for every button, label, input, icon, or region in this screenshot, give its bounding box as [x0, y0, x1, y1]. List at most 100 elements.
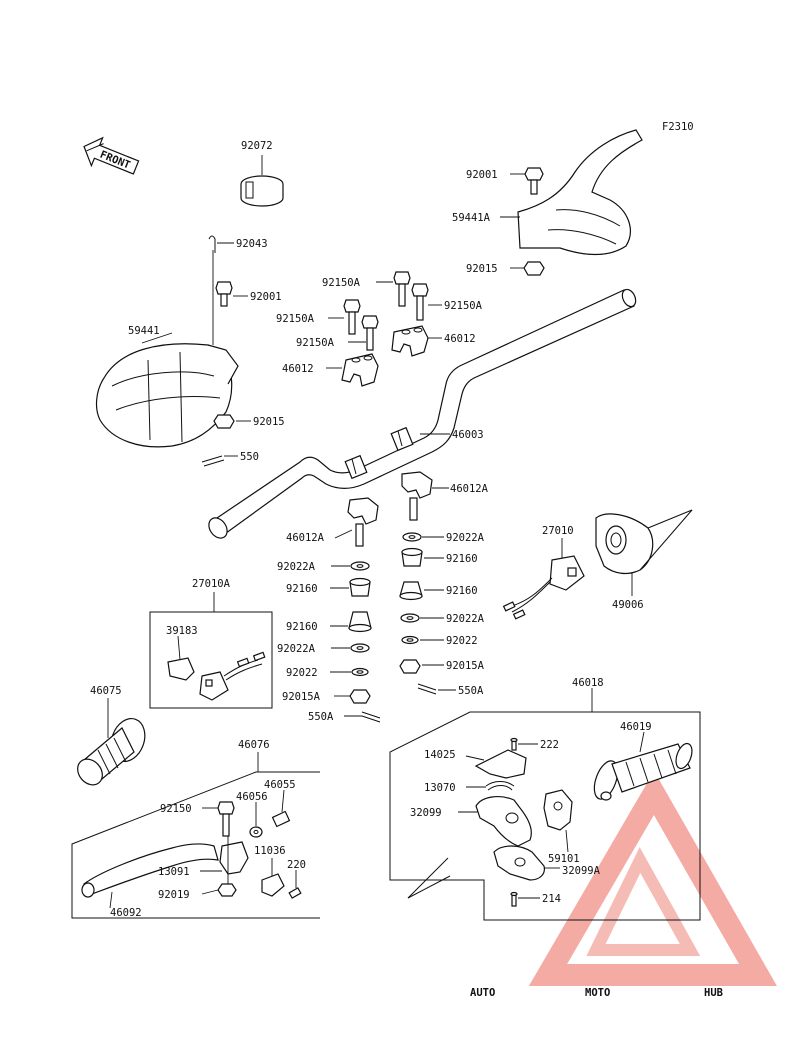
part-92150A-1: 92150A: [322, 271, 411, 307]
label-92015-right: 92015: [466, 263, 498, 275]
part-92072: 92072: [240, 140, 284, 207]
part-214: 214: [510, 891, 561, 907]
label-46018: 46018: [572, 677, 604, 689]
part-59441: 59441: [95, 250, 239, 448]
label-92150A-4: 92150A: [296, 337, 335, 349]
watermark-triangle: [528, 770, 777, 986]
watermark-text-hub: HUB: [704, 987, 723, 999]
part-46019-grip: 46019: [593, 721, 693, 801]
part-27010: 27010: [502, 525, 585, 620]
part-32099: 32099: [410, 796, 532, 847]
label-92150A-1: 92150A: [322, 277, 361, 289]
part-46012-2: 46012: [282, 353, 379, 387]
part-39183: 39183: [166, 625, 198, 681]
part-550-left: 550: [201, 451, 259, 467]
part-92043: 92043: [208, 235, 268, 253]
part-92022A-left-2: 92022A: [277, 643, 370, 655]
label-92150A-3: 92150A: [276, 313, 315, 325]
watermark-text-auto: AUTO: [470, 987, 495, 999]
label-92022-right: 92022: [446, 635, 478, 647]
label-92160-left-2: 92160: [286, 621, 318, 633]
label-92022A-right-1: 92022A: [446, 532, 485, 544]
part-92022-left: 92022: [286, 667, 369, 679]
part-92160-left-2: 92160: [286, 611, 372, 633]
label-92022-left: 92022: [286, 667, 318, 679]
part-46055: 46055: [264, 779, 296, 828]
part-220: 220: [287, 859, 306, 899]
label-92160-right-1: 92160: [446, 553, 478, 565]
label-92160-left-1: 92160: [286, 583, 318, 595]
label-92015A-right: 92015A: [446, 660, 485, 672]
part-92150A-2: 92150A: [411, 283, 483, 321]
label-92019: 92019: [158, 889, 190, 901]
label-32099: 32099: [410, 807, 442, 819]
label-92043: 92043: [236, 238, 268, 250]
label-92022A-right-2: 92022A: [446, 613, 485, 625]
part-92015-right: 92015: [466, 261, 545, 276]
label-92150: 92150: [160, 803, 192, 815]
label-27010A: 27010A: [192, 578, 231, 590]
label-46012-1: 46012: [444, 333, 476, 345]
label-220: 220: [287, 859, 306, 871]
part-13091: 13091: [158, 841, 249, 878]
label-222: 222: [540, 739, 559, 751]
label-13070: 13070: [424, 782, 456, 794]
part-92150A-3: 92150A: [276, 299, 361, 335]
watermark-logo: AUTO MOTO HUB: [470, 770, 777, 999]
label-59441: 59441: [128, 325, 160, 337]
part-92015-left: 92015: [213, 414, 285, 429]
front-arrow-icon: FRONT: [83, 136, 140, 175]
label-46055: 46055: [264, 779, 296, 791]
label-32099A: 32099A: [562, 865, 601, 877]
part-550A-right: 550A: [417, 683, 484, 697]
part-49006: 49006: [595, 509, 693, 611]
part-46003-handlebar: 46003: [208, 288, 637, 539]
part-59441A: 59441A: [452, 129, 643, 256]
part-92022A-left-1: 92022A: [277, 561, 370, 573]
label-92001-right: 92001: [466, 169, 498, 181]
part-92160-right-2: 92160: [399, 581, 478, 601]
part-11036: 11036: [254, 845, 286, 897]
part-59101: 59101: [543, 789, 580, 865]
label-46075: 46075: [90, 685, 122, 697]
label-59101: 59101: [548, 853, 580, 865]
label-92001-left: 92001: [250, 291, 282, 303]
label-46012-2: 46012: [282, 363, 314, 375]
label-27010: 27010: [542, 525, 574, 537]
label-550A-right: 550A: [458, 685, 484, 697]
label-46012A-right: 46012A: [450, 483, 489, 495]
part-46075-grip: 46075: [77, 685, 146, 786]
part-92001-left: 92001: [215, 281, 282, 307]
label-46092: 46092: [110, 907, 142, 919]
label-92160-right-2: 92160: [446, 585, 478, 597]
part-92015A-left: 92015A: [282, 689, 371, 704]
label-49006: 49006: [612, 599, 644, 611]
part-14025: 14025: [424, 749, 527, 779]
watermark-text-moto: MOTO: [585, 987, 610, 999]
label-92022A-left-1: 92022A: [277, 561, 316, 573]
part-92150A-4: 92150A: [296, 315, 379, 351]
part-92160-right-1: 92160: [401, 547, 478, 567]
label-550A-left: 550A: [308, 711, 334, 723]
part-13070: 13070: [424, 781, 515, 794]
part-32099A: 32099A: [493, 845, 601, 881]
part-92022A-right-2: 92022A: [400, 613, 485, 625]
label-46056: 46056: [236, 791, 268, 803]
part-46056: 46056: [236, 791, 268, 838]
label-92150A-2: 92150A: [444, 300, 483, 312]
label-92022A-left-2: 92022A: [277, 643, 316, 655]
part-27010A-group: 27010A 39183: [149, 578, 273, 709]
part-46012A-left: 46012A: [286, 497, 379, 547]
part-46012-1: 46012: [391, 325, 476, 357]
label-92072: 92072: [241, 140, 273, 152]
label-46003: 46003: [452, 429, 484, 441]
label-59441A: 59441A: [452, 212, 491, 224]
part-92015A-right: 92015A: [399, 659, 485, 674]
label-92015A-left: 92015A: [282, 691, 321, 703]
label-39183: 39183: [166, 625, 198, 637]
part-92022-right: 92022: [401, 635, 478, 647]
label-13091: 13091: [158, 866, 190, 878]
label-46012A-left: 46012A: [286, 532, 325, 544]
part-92150: 92150: [160, 801, 235, 837]
